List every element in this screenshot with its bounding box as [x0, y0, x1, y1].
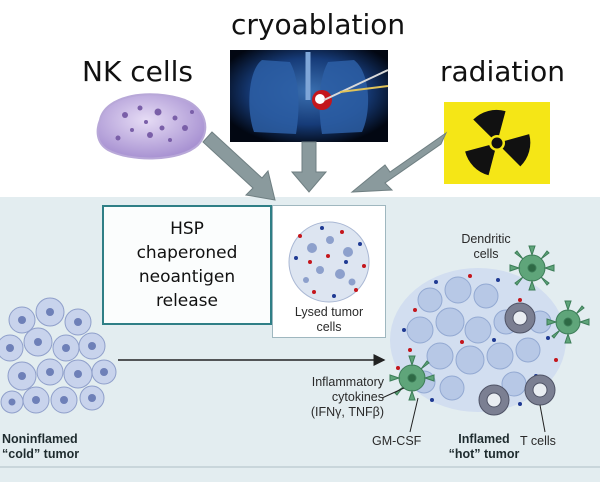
t-cell [524, 374, 556, 406]
cold-line-1: Noninflamed [2, 432, 78, 446]
cytokines-caption: Inflammatory cytokines (IFNγ, TNFβ) [280, 375, 384, 420]
radiation-symbol-icon [444, 102, 550, 184]
t-cell [478, 384, 510, 416]
t-cells-label: T cells [520, 434, 556, 448]
tcells-leader [539, 404, 546, 433]
dendritic-line-1: Dendritic [461, 232, 511, 246]
hsp-line-4: release [156, 291, 218, 311]
hot-tumor-cluster [389, 245, 590, 416]
lysed-cells-overlay [288, 221, 370, 303]
t-cell [504, 302, 536, 334]
dendritic-cells-caption: Dendritic cells [446, 232, 526, 262]
nk-cell-image [96, 93, 207, 160]
cold-tumor-cluster [0, 297, 117, 414]
lysed-caption-line-1: Lysed tumor [294, 305, 364, 319]
lysed-tumor-caption: Lysed tumor cells [272, 305, 386, 335]
nk-arrow [202, 131, 276, 201]
hsp-line-3: neoantigen [138, 267, 236, 287]
cryoablation-lung-image [230, 50, 389, 142]
dendritic-cell [509, 245, 555, 291]
lysed-caption-line-2: cells [316, 320, 342, 334]
hot-tumor-caption: Inflamed “hot” tumor [444, 432, 524, 462]
cold-tumor-caption: Noninflamed “cold” tumor [2, 432, 112, 462]
cytokines-leader [381, 387, 405, 399]
cryoablation-label: cryoablation [231, 8, 406, 41]
hot-line-1: Inflamed [458, 432, 510, 446]
panel-divider [0, 466, 600, 468]
radiation-label: radiation [440, 55, 566, 88]
gmcsf-leader [409, 397, 419, 433]
hsp-line-1: HSP [170, 219, 204, 239]
hsp-line-2: chaperoned [136, 243, 238, 263]
cryo-arrow [290, 141, 328, 193]
nk-cells-label: NK cells [82, 55, 193, 88]
radiation-arrow [350, 131, 448, 193]
cytokines-line-1: Inflammatory [311, 375, 384, 389]
cytokines-line-3: (IFNγ, TNFβ) [310, 405, 384, 419]
dendritic-cell [546, 300, 590, 344]
cytokines-line-2: cytokines [331, 390, 384, 404]
hsp-neoantigen-box: HSP chaperoned neoantigen release [102, 205, 272, 325]
dendritic-line-2: cells [473, 247, 499, 261]
hot-line-2: “hot” tumor [448, 447, 520, 461]
gm-csf-label: GM-CSF [372, 434, 422, 448]
cold-line-2: “cold” tumor [2, 447, 80, 461]
